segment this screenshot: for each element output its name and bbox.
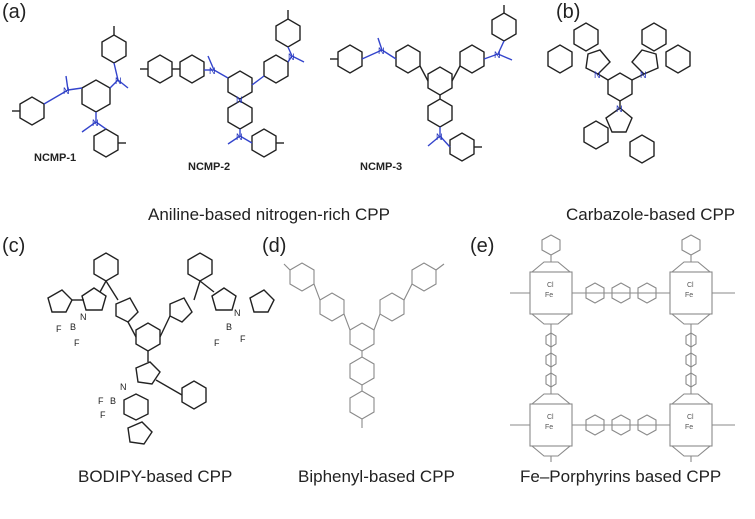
- ncmp3-n-right: N: [494, 50, 501, 60]
- bodipy-f-left-2: F: [74, 338, 80, 348]
- porphyrin-tr-cl: Cl: [687, 282, 694, 289]
- porphyrin-br-cl: Cl: [687, 414, 694, 421]
- caption-carbazole-cpp: Carbazole-based CPP: [566, 205, 736, 224]
- bodipy-n-left: N: [80, 312, 87, 322]
- caption-biphenyl-cpp: Biphenyl-based CPP: [298, 467, 455, 486]
- caption-fe-porphyrin-cpp: Fe–Porphyrins based CPP: [520, 467, 722, 486]
- bodipy-f-right-2: F: [240, 334, 246, 344]
- bodipy-b-right: B: [226, 322, 232, 332]
- ncmp-2-structure: N N N N: [140, 10, 305, 158]
- porphyrin-tl-fe: Fe: [545, 292, 553, 299]
- porphyrin-tl-cl: Cl: [547, 282, 554, 289]
- ncmp3-n-bottom: N: [436, 132, 443, 142]
- ncmp-3-structure: N N N: [330, 5, 517, 162]
- panel-label-c: (c): [2, 235, 26, 257]
- bodipy-structure: B F F N B F F N B F F N: [47, 252, 275, 445]
- ncmp2-n-bottom: N: [236, 132, 243, 142]
- porphyrin-bl-cl: Cl: [547, 414, 554, 421]
- panel-label-a: (a): [2, 1, 27, 23]
- panel-label-b: (b): [556, 1, 581, 23]
- carbazole-n-bottom: N: [616, 104, 623, 114]
- bodipy-b-bottom: B: [110, 396, 116, 406]
- porphyrin-network: Fe Cl Fe Cl Fe Cl Fe Cl: [510, 234, 735, 462]
- compound-label-ncmp-3: NCMP-3: [360, 161, 403, 173]
- ncmp2-n-right: N: [288, 52, 295, 62]
- panel-label-d: (d): [262, 235, 287, 257]
- caption-bodipy-cpp: BODIPY-based CPP: [78, 467, 233, 486]
- ncmp2-n-left: N: [209, 66, 216, 76]
- bodipy-f-right-1: F: [214, 338, 220, 348]
- ncmp1-n-right: N: [115, 76, 122, 86]
- ncmp3-n-left: N: [378, 46, 385, 56]
- ncmp2-n-center: N: [236, 95, 243, 105]
- bodipy-n-bottom: N: [120, 382, 127, 392]
- porphyrin-bottom-left: Fe Cl: [529, 393, 573, 457]
- ncmp1-n-left: N: [63, 86, 70, 96]
- ncmp-1-structure: N N N: [12, 26, 129, 158]
- porphyrin-tr-fe: Fe: [685, 292, 693, 299]
- porphyrin-top-left: Fe Cl: [529, 234, 573, 325]
- porphyrin-bl-fe: Fe: [545, 424, 553, 431]
- bodipy-f-bottom-1: F: [98, 396, 104, 406]
- carbazole-n-left: N: [594, 70, 601, 80]
- bodipy-f-bottom-2: F: [100, 410, 106, 420]
- porphyrin-top-right: Fe Cl: [669, 234, 713, 325]
- panel-label-e: (e): [470, 235, 495, 257]
- bodipy-b-left: B: [70, 322, 76, 332]
- bodipy-n-right: N: [234, 308, 241, 318]
- compound-label-ncmp-2: NCMP-2: [188, 161, 231, 173]
- carbazole-n-right: N: [640, 70, 647, 80]
- biphenyl-structure: [283, 262, 445, 428]
- ncmp1-n-bottom: N: [92, 118, 99, 128]
- compound-label-ncmp-1: NCMP-1: [34, 152, 77, 164]
- porphyrin-bottom-right: Fe Cl: [669, 393, 713, 457]
- carbazole-structure: N N N: [547, 22, 691, 164]
- porphyrin-br-fe: Fe: [685, 424, 693, 431]
- bodipy-f-left-1: F: [56, 324, 62, 334]
- caption-aniline-cpp: Aniline-based nitrogen-rich CPP: [148, 205, 390, 224]
